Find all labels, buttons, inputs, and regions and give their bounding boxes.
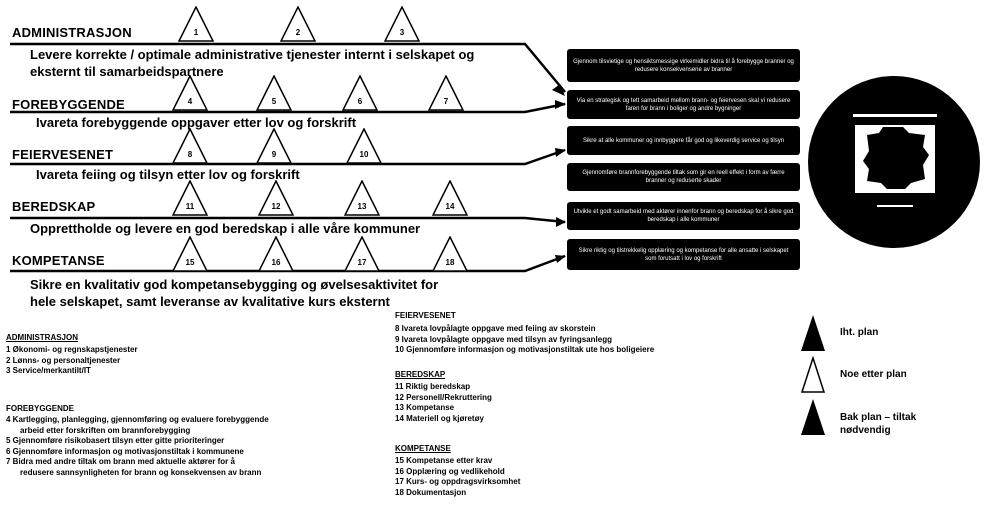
triangle-number: 11 bbox=[185, 202, 195, 211]
triangle-marker: 15 bbox=[172, 236, 208, 272]
arrow-line-administrasjon bbox=[10, 42, 566, 93]
triangle-marker: 9 bbox=[256, 128, 292, 164]
legend-forebyggende: FOREBYGGENDE 4 Kartlegging, planlegging,… bbox=[6, 404, 269, 478]
section-goal-forebyggende: Ivareta forebyggende oppgaver etter lov … bbox=[36, 115, 357, 130]
legend-beredskap: BEREDSKAP 11 Riktig beredskap 12 Persone… bbox=[395, 370, 492, 424]
status-bar: Sikre riktig og tilstrekkelig opplæring … bbox=[567, 239, 800, 270]
legend-item: 7 Bidra med andre tiltak om brann med ak… bbox=[6, 457, 235, 466]
triangle-marker: 10 bbox=[346, 128, 382, 164]
legend-item: 2 Lønns- og personaltjenester bbox=[6, 355, 121, 365]
status-bar: Sikre at alle kommuner og innbyggere får… bbox=[567, 126, 800, 155]
triangle-marker: 1 bbox=[178, 6, 214, 42]
triangle-number: 13 bbox=[357, 202, 367, 211]
arrowhead-feiervesenet bbox=[555, 148, 566, 157]
triangle-number: 7 bbox=[443, 97, 449, 106]
status-bar: Gjennom tilsvietige og hensiktsmessige v… bbox=[567, 49, 800, 82]
section-title-beredskap: BEREDSKAP bbox=[12, 199, 96, 214]
triangle-marker: 17 bbox=[344, 236, 380, 272]
legend-item: 16 Opplæring og vedlikehold bbox=[395, 466, 505, 476]
triangle-marker: 2 bbox=[280, 6, 316, 42]
triangle-marker: 3 bbox=[384, 6, 420, 42]
section-title-administrasjon: ADMINISTRASJON bbox=[12, 25, 132, 40]
section-goal-beredskap: Opprettholde og levere en god beredskap … bbox=[30, 221, 421, 236]
legend-item: 8 Ivareta lovpålagte oppgave med feiing … bbox=[395, 324, 596, 333]
triangle-number: 14 bbox=[445, 202, 455, 211]
triangle-marker: 16 bbox=[258, 236, 294, 272]
key-triangle-somewhat-icon bbox=[800, 356, 826, 393]
legend-item: 9 Ivareta lovpålagte oppgave med tilsyn … bbox=[395, 334, 612, 344]
section-title-kompetanse: KOMPETANSE bbox=[12, 253, 105, 268]
triangle-number: 5 bbox=[271, 97, 277, 106]
triangle-number: 9 bbox=[271, 150, 277, 159]
triangle-marker: 7 bbox=[428, 75, 464, 111]
status-bar: Gjennomføre brannforebyggende tiltak som… bbox=[567, 163, 800, 191]
legend-item: 17 Kurs- og oppdragsvirksomhet bbox=[395, 477, 521, 486]
triangle-marker: 13 bbox=[344, 180, 380, 216]
key-triangle-on-plan-icon bbox=[801, 315, 825, 351]
logo-circle bbox=[808, 76, 980, 248]
legend-heading: KOMPETANSE bbox=[395, 444, 451, 453]
legend-item: 6 Gjennomføre informasjon og motivasjons… bbox=[6, 446, 244, 456]
legend-feiervesenet: FEIERVESENET 8 Ivareta lovpålagte oppgav… bbox=[395, 311, 654, 356]
legend-item: 3 Service/merkantilt/IT bbox=[6, 366, 91, 375]
triangle-marker: 12 bbox=[258, 180, 294, 216]
section-title-feiervesenet: FEIERVESENET bbox=[12, 147, 114, 162]
triangle-number: 18 bbox=[445, 258, 455, 267]
arrowhead-kompetanse bbox=[555, 255, 566, 263]
triangle-number: 15 bbox=[185, 258, 195, 267]
triangle-number: 2 bbox=[295, 28, 301, 37]
legend-administrasjon: ADMINISTRASJON 1 Økonomi- og regnskapstj… bbox=[6, 333, 138, 377]
triangle-number: 10 bbox=[359, 150, 369, 159]
section-title-forebyggende: FOREBYGGENDE bbox=[12, 97, 125, 112]
status-bar: Utvikle et godt samarbeid med aktører in… bbox=[567, 202, 800, 230]
triangle-number: 1 bbox=[193, 28, 199, 37]
legend-item: 1 Økonomi- og regnskapstjenester bbox=[6, 345, 138, 354]
legend-item: 15 Kompetanse etter krav bbox=[395, 456, 493, 465]
triangle-marker: 6 bbox=[342, 75, 378, 111]
legend-item: 13 Kompetanse bbox=[395, 403, 455, 412]
legend-item: 5 Gjennomføre risikobasert tilsyn etter … bbox=[6, 436, 225, 445]
legend-item: 12 Personell/Rekruttering bbox=[395, 392, 492, 402]
triangle-marker: 11 bbox=[172, 180, 208, 216]
triangle-marker: 14 bbox=[432, 180, 468, 216]
legend-item: arbeid etter forskriften om brannforebyg… bbox=[20, 425, 191, 435]
key-label-on-plan: Iht. plan bbox=[840, 327, 879, 338]
triangle-marker: 8 bbox=[172, 128, 208, 164]
legend-item: redusere sannsynligheten for brann og ko… bbox=[20, 467, 262, 477]
triangle-number: 4 bbox=[187, 97, 193, 106]
section-goal-administrasjon: Levere korrekte / optimale administrativ… bbox=[30, 47, 475, 79]
triangle-number: 8 bbox=[187, 150, 193, 159]
legend-kompetanse: KOMPETANSE 15 Kompetanse etter krav 16 O… bbox=[395, 444, 520, 498]
triangle-marker: 4 bbox=[172, 75, 208, 111]
arrowhead-forebyggende bbox=[555, 100, 566, 109]
triangle-number: 17 bbox=[357, 258, 367, 267]
key-label-somewhat: Noe etter plan bbox=[840, 369, 907, 380]
triangle-marker: 18 bbox=[432, 236, 468, 272]
key-triangle-behind-icon bbox=[801, 399, 825, 435]
legend-item: 14 Materiell og kjøretøy bbox=[395, 413, 484, 423]
legend-item: 10 Gjennomføre informasjon og motivasjon… bbox=[395, 345, 655, 354]
legend-item: 4 Kartlegging, planlegging, gjennomførin… bbox=[6, 415, 269, 424]
legend-heading: FEIERVESENET bbox=[395, 311, 456, 320]
triangle-marker: 5 bbox=[256, 75, 292, 111]
legend-heading: ADMINISTRASJON bbox=[6, 333, 79, 342]
triangle-number: 16 bbox=[271, 258, 281, 267]
legend-heading: FOREBYGGENDE bbox=[6, 404, 75, 413]
triangle-number: 6 bbox=[357, 97, 363, 106]
key-label-behind: Bak plan – tiltak nødvendig bbox=[840, 412, 917, 436]
arrow-line-forebyggende bbox=[10, 102, 566, 114]
section-goal-feiervesenet: Ivareta feiing og tilsyn etter lov og fo… bbox=[36, 167, 300, 182]
triangle-number: 12 bbox=[271, 202, 281, 211]
triangle-number: 3 bbox=[399, 28, 405, 37]
arrow-line-beredskap bbox=[10, 216, 566, 224]
arrowhead-administrasjon bbox=[552, 84, 565, 96]
legend-item: 18 Dokumentasjon bbox=[395, 487, 467, 497]
legend-item: 11 Riktig beredskap bbox=[395, 382, 471, 391]
arrow-line-feiervesenet bbox=[10, 148, 566, 166]
section-goal-kompetanse: Sikre en kvalitativ god kompetansebyggin… bbox=[30, 277, 439, 309]
legend-heading: BEREDSKAP bbox=[395, 370, 446, 379]
status-bar: Via en strategisk og tett samarbeid mell… bbox=[567, 90, 800, 119]
arrowhead-beredskap bbox=[556, 217, 566, 227]
